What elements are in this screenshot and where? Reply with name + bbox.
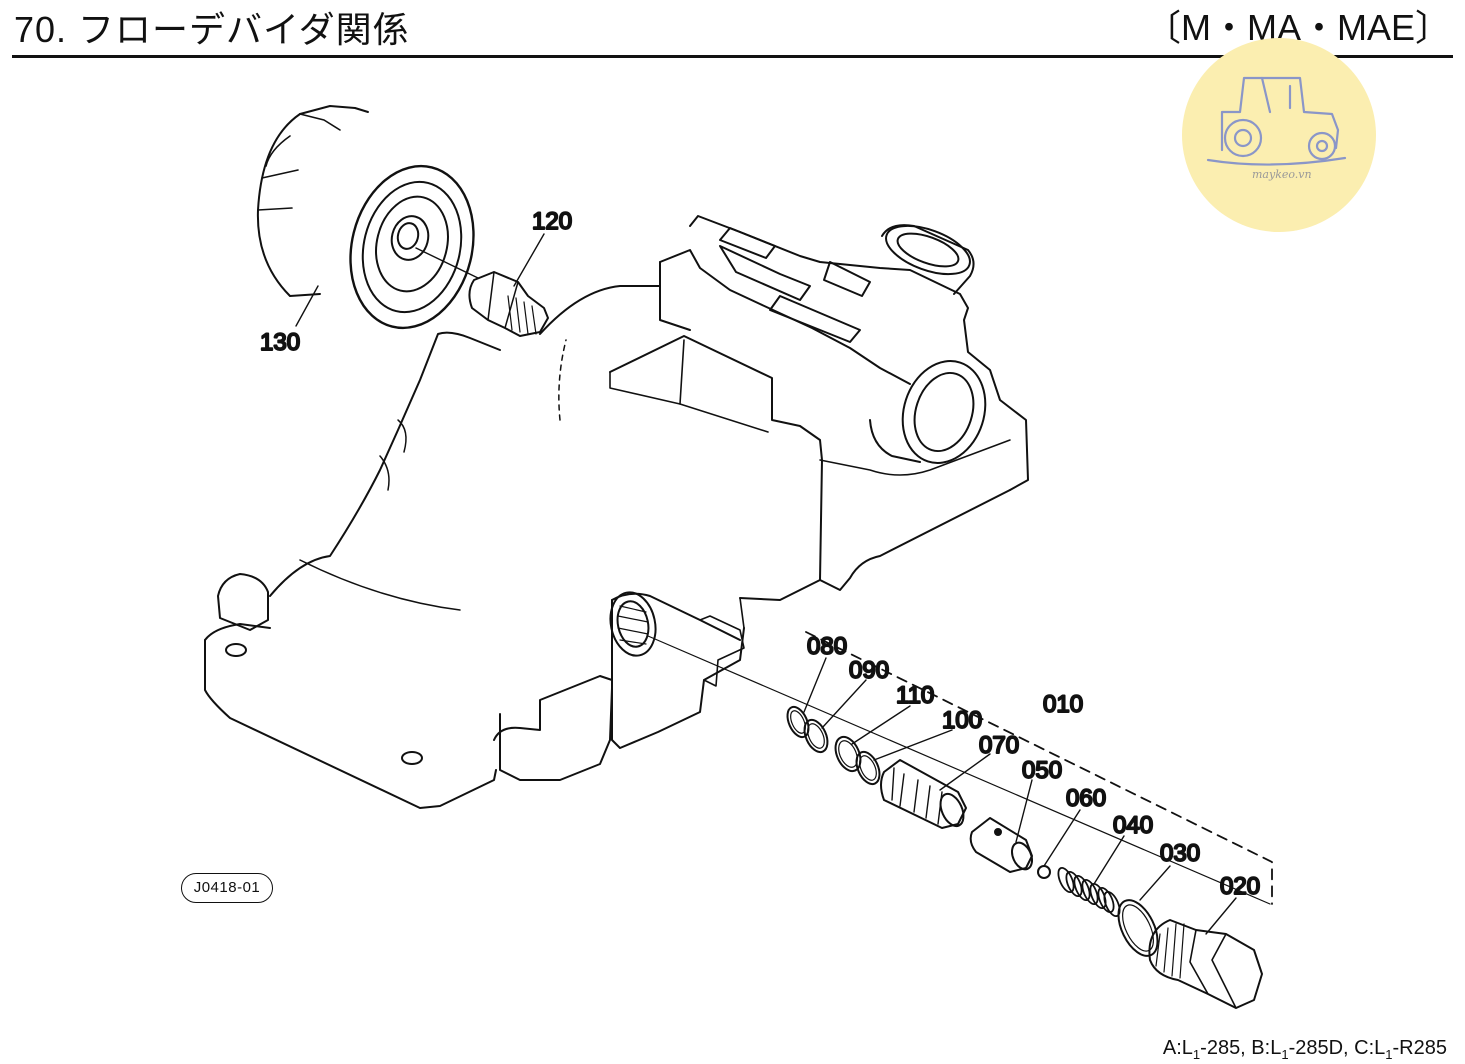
callout-010: 010 bbox=[1043, 691, 1083, 718]
callout-030: 030 bbox=[1160, 840, 1200, 867]
model-b-suffix: -285D, bbox=[1288, 1037, 1349, 1059]
callout-110: 110 bbox=[896, 682, 934, 709]
callout-080: 080 bbox=[807, 633, 847, 660]
model-c-sub: 1 bbox=[1385, 1047, 1393, 1062]
callout-070: 070 bbox=[979, 732, 1019, 759]
plug-020 bbox=[1148, 919, 1263, 1009]
watermark-logo: maykeo.vn bbox=[1182, 38, 1376, 232]
model-a-suffix: -285, bbox=[1200, 1037, 1246, 1059]
callout-130: 130 bbox=[260, 329, 300, 356]
callout-120: 120 bbox=[532, 208, 572, 235]
callout-060: 060 bbox=[1066, 785, 1106, 812]
leader-lines bbox=[295, 233, 1237, 935]
spring-040 bbox=[1057, 866, 1121, 918]
o-ring-100 bbox=[855, 750, 881, 786]
header-rule bbox=[12, 55, 1453, 58]
callout-040: 040 bbox=[1113, 812, 1153, 839]
model-c-suffix: -R285 bbox=[1392, 1037, 1447, 1059]
nipple-120 bbox=[468, 271, 549, 337]
model-c-prefix: C:L bbox=[1348, 1037, 1386, 1059]
assembly-bracket-010 bbox=[805, 631, 1273, 905]
callout-020: 020 bbox=[1220, 873, 1260, 900]
watermark-disc bbox=[1182, 38, 1376, 232]
model-a-sub: 1 bbox=[1192, 1047, 1201, 1062]
watermark-text: maykeo.vn bbox=[1252, 168, 1312, 181]
o-ring-080 bbox=[786, 705, 810, 739]
model-code-note: A:L1-285, B:L1-285D, C:L1-R285 bbox=[1163, 1036, 1447, 1064]
plunger-050 bbox=[969, 817, 1034, 873]
model-b-prefix: B:L bbox=[1245, 1037, 1282, 1059]
callout-100: 100 bbox=[942, 707, 982, 734]
page-title: 70. フローデバイダ関係 bbox=[14, 9, 410, 50]
ball-060 bbox=[1037, 865, 1051, 879]
callout-050: 050 bbox=[1022, 757, 1062, 784]
callout-090: 090 bbox=[849, 657, 889, 684]
model-a-prefix: A:L bbox=[1162, 1037, 1193, 1059]
tractor-icon bbox=[1206, 76, 1347, 166]
model-b-sub: 1 bbox=[1281, 1047, 1289, 1062]
o-ring-110 bbox=[834, 735, 862, 773]
flow-divider-housing bbox=[204, 215, 1271, 905]
valve-spool-070 bbox=[880, 759, 967, 829]
o-ring-090 bbox=[803, 718, 829, 754]
diagram-reference-code: J0418-01 bbox=[181, 873, 273, 903]
oil-filter-130 bbox=[256, 105, 479, 330]
